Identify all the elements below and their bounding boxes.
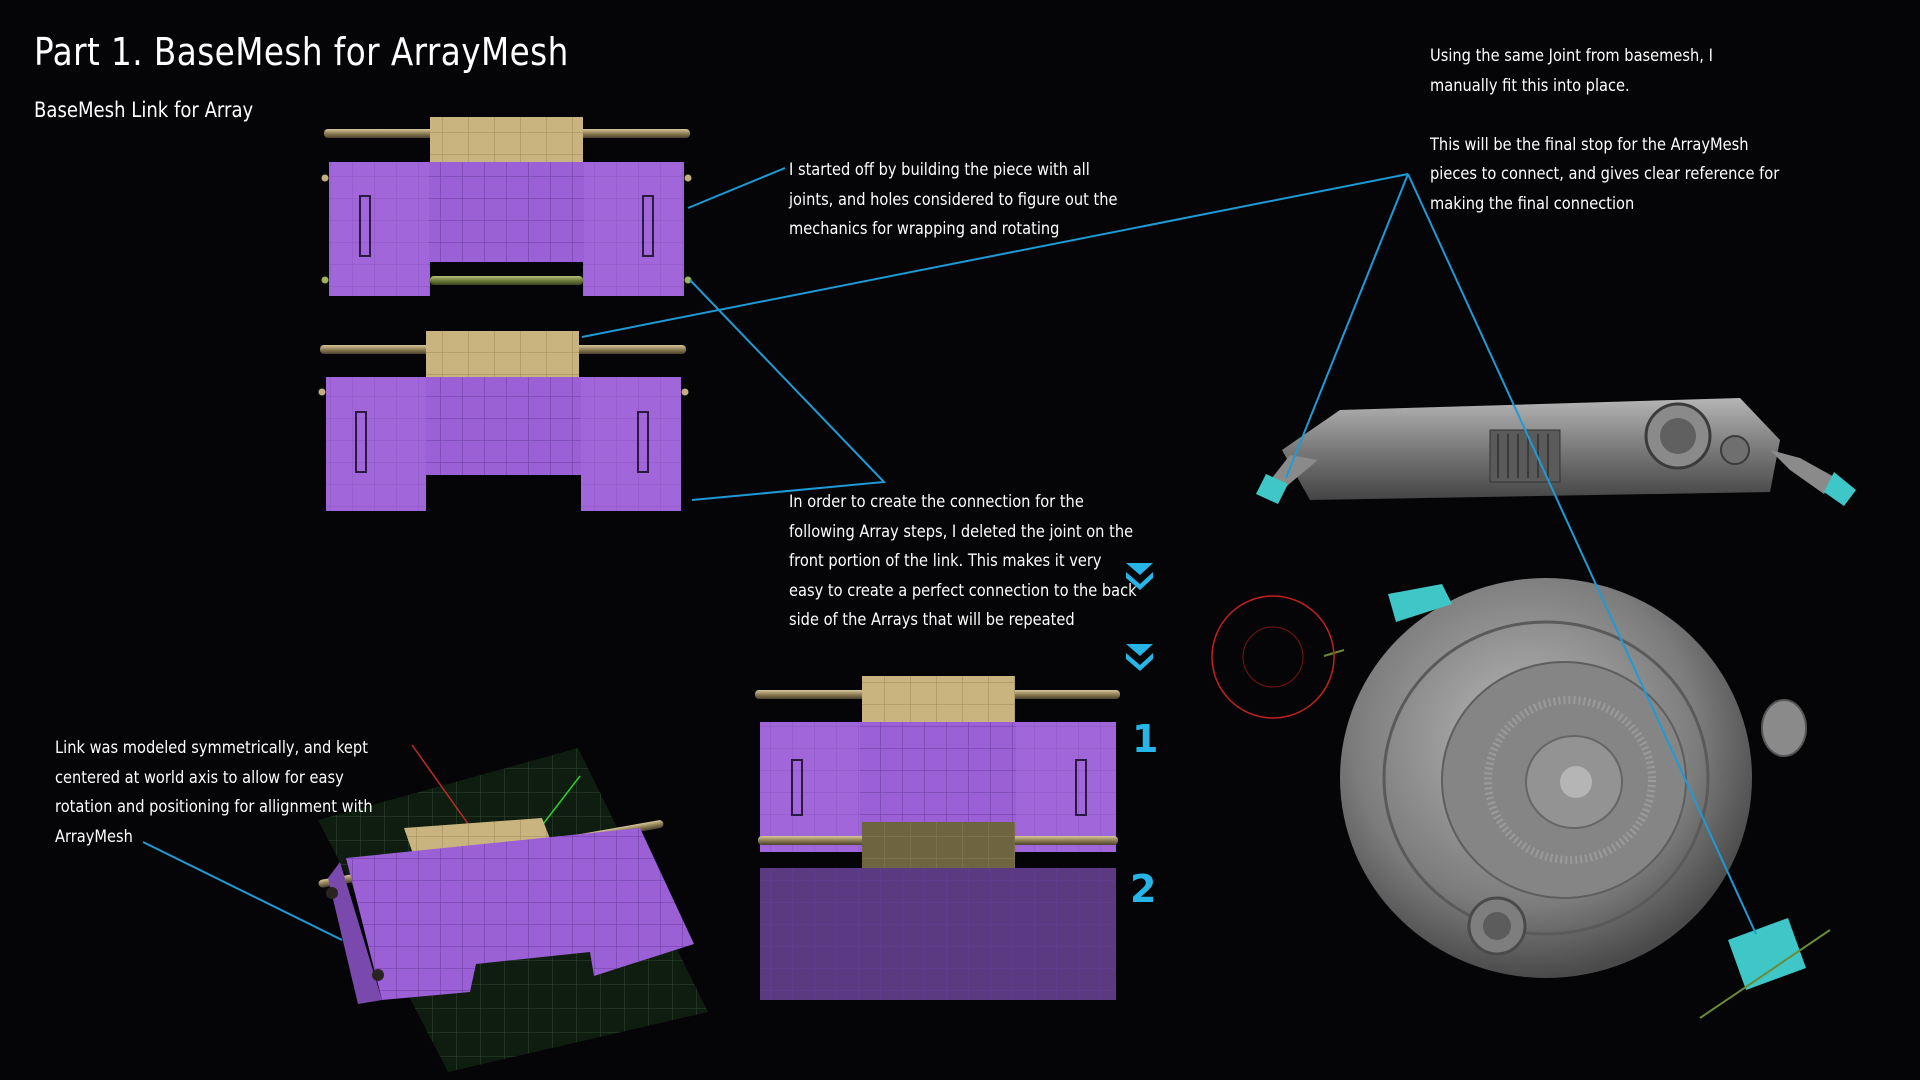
link-mesh-front-joint-deleted [318, 331, 689, 511]
step-label-1: 1 [1132, 717, 1158, 761]
gizmo-circle [1211, 595, 1335, 719]
link-mesh-full-joints [321, 117, 692, 296]
final-stop-bar-model [1256, 398, 1856, 506]
note-final-stop: Using the same Joint from basemesh, I ma… [1430, 46, 1780, 214]
note-building: I started off by building the piece with… [789, 160, 1118, 239]
down-chevron-icon [1126, 644, 1153, 671]
link-array-preview [755, 676, 1120, 1000]
page-subtitle: BaseMesh Link for Array [34, 98, 254, 122]
note-symmetric: Link was modeled symmetrically, and kept… [55, 738, 373, 847]
note-connection: In order to create the connection for th… [789, 492, 1137, 630]
disc-array-mesh-model [1323, 578, 1831, 1019]
link-perspective-view [318, 744, 708, 1072]
step-label-2: 2 [1130, 867, 1156, 911]
down-chevron-icon [1126, 563, 1153, 590]
page-title: Part 1. BaseMesh for ArrayMesh [34, 30, 569, 74]
callout-lines [142, 167, 1757, 941]
